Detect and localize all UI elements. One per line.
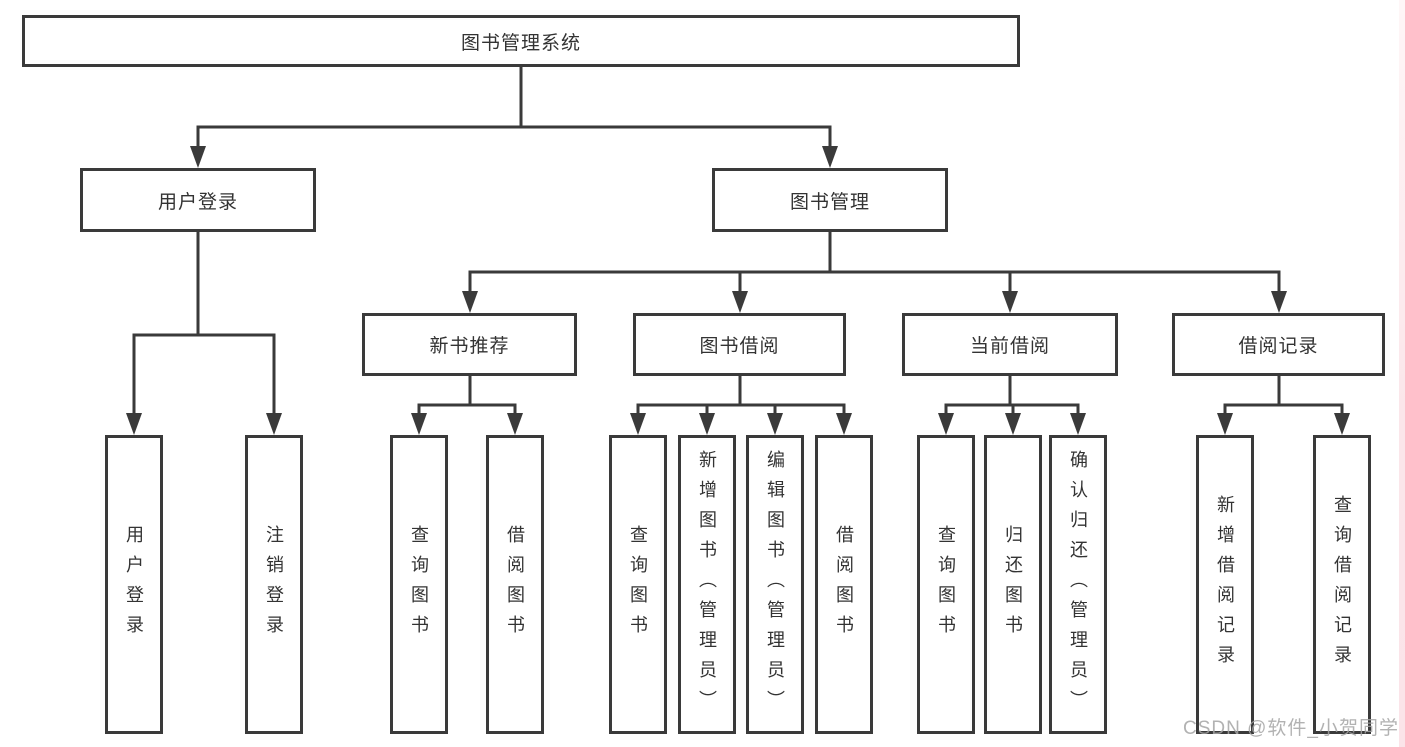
leaf-current-query-book: 查询图书 bbox=[917, 435, 975, 734]
node-current-borrow: 当前借阅 bbox=[902, 313, 1118, 376]
leaf-records-query-record-label: 查询借阅记录 bbox=[1332, 494, 1352, 675]
node-book-borrow: 图书借阅 bbox=[633, 313, 846, 376]
leaf-records-add-record-label: 新增借阅记录 bbox=[1215, 494, 1235, 675]
node-user-login: 用户登录 bbox=[80, 168, 316, 232]
leaf-records-add-record: 新增借阅记录 bbox=[1196, 435, 1254, 734]
node-borrow-records-label: 借阅记录 bbox=[1238, 336, 1319, 357]
node-new-book-recommend: 新书推荐 bbox=[362, 313, 577, 376]
leaf-recommend-borrow-book-label: 借阅图书 bbox=[505, 524, 525, 645]
right-edge-strip bbox=[1399, 0, 1405, 747]
arrowheads bbox=[126, 146, 1350, 435]
leaf-borrow-edit-book-admin: 编辑图书（管理员） bbox=[746, 435, 804, 734]
node-book-management: 图书管理 bbox=[712, 168, 948, 232]
node-root-system: 图书管理系统 bbox=[22, 15, 1020, 67]
leaf-current-query-book-label: 查询图书 bbox=[936, 524, 956, 645]
leaf-user-login: 用户登录 bbox=[105, 435, 163, 734]
leaf-recommend-query-book: 查询图书 bbox=[390, 435, 448, 734]
node-book-management-label: 图书管理 bbox=[789, 191, 870, 213]
node-new-book-recommend-label: 新书推荐 bbox=[429, 336, 510, 357]
leaf-current-confirm-return-admin: 确认归还（管理员） bbox=[1049, 435, 1107, 734]
node-book-borrow-label: 图书借阅 bbox=[699, 336, 780, 357]
leaf-borrow-add-book-admin: 新增图书（管理员） bbox=[678, 435, 736, 734]
node-current-borrow-label: 当前借阅 bbox=[969, 336, 1050, 357]
leaf-borrow-borrow-book: 借阅图书 bbox=[815, 435, 873, 734]
csdn-watermark: CSDN @软件_小贺同学 bbox=[1183, 718, 1399, 739]
leaf-logout-label: 注销登录 bbox=[264, 524, 284, 645]
node-root-label: 图书管理系统 bbox=[460, 32, 581, 54]
leaf-recommend-query-book-label: 查询图书 bbox=[409, 524, 429, 645]
leaf-borrow-edit-book-admin-label: 编辑图书（管理员） bbox=[765, 449, 785, 720]
leaf-borrow-add-book-admin-label: 新增图书（管理员） bbox=[697, 449, 717, 720]
leaf-current-return-book: 归还图书 bbox=[984, 435, 1042, 734]
leaf-logout: 注销登录 bbox=[245, 435, 303, 734]
node-user-login-label: 用户登录 bbox=[157, 191, 238, 213]
leaf-current-return-book-label: 归还图书 bbox=[1003, 524, 1023, 645]
leaf-records-query-record: 查询借阅记录 bbox=[1313, 435, 1371, 734]
leaf-borrow-query-book: 查询图书 bbox=[609, 435, 667, 734]
leaf-borrow-borrow-book-label: 借阅图书 bbox=[834, 524, 854, 645]
leaf-recommend-borrow-book: 借阅图书 bbox=[486, 435, 544, 734]
node-borrow-records: 借阅记录 bbox=[1172, 313, 1385, 376]
leaf-current-confirm-return-admin-label: 确认归还（管理员） bbox=[1068, 449, 1088, 720]
leaf-user-login-label: 用户登录 bbox=[124, 524, 144, 645]
leaf-borrow-query-book-label: 查询图书 bbox=[628, 524, 648, 645]
